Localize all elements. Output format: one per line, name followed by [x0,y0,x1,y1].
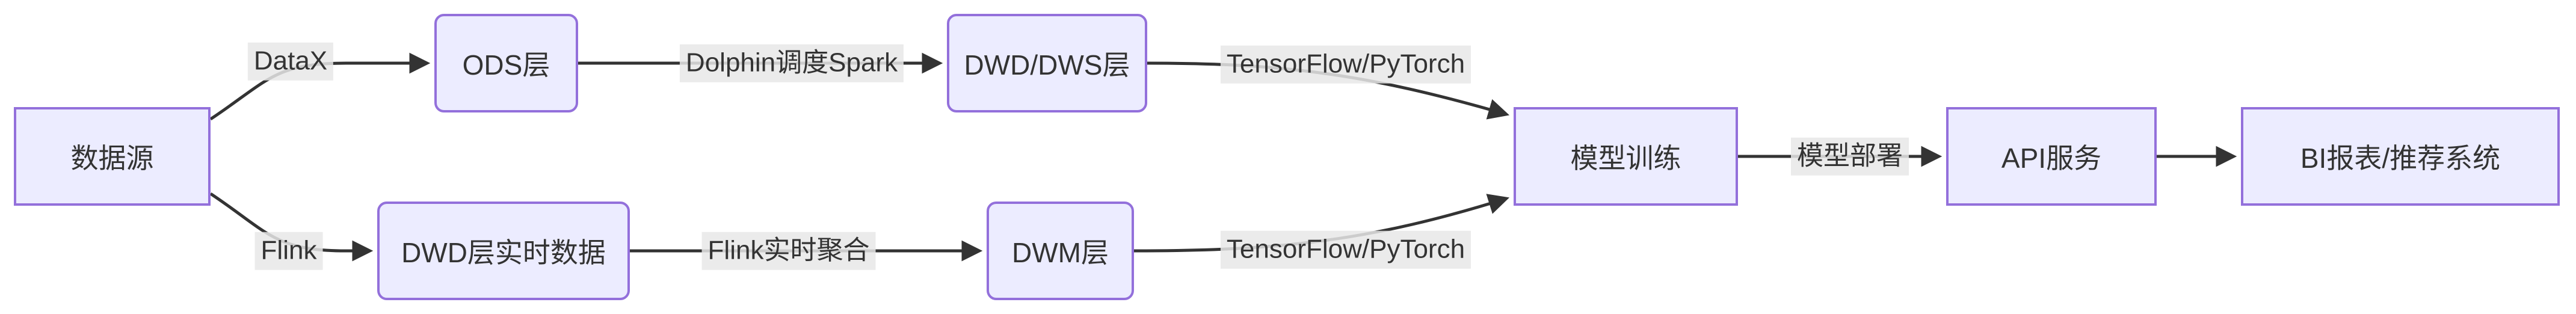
node-dwd-dws-layer-label: DWD/DWS层 [964,49,1130,81]
node-dwm-layer-label: DWM层 [1012,237,1109,268]
node-ods-layer: ODS层 [434,14,578,112]
node-bi-report-recsys-label: BI报表/推荐系统 [2300,143,2501,174]
edge-label-dolphin-spark: Dolphin调度Spark [679,44,904,82]
node-dwm-layer: DWM层 [987,202,1134,300]
edge-label-tensorflow-pytorch-top: TensorFlow/PyTorch [1220,45,1471,84]
node-ods-layer-label: ODS层 [462,49,550,81]
node-dwd-dws-layer: DWD/DWS层 [947,14,1147,112]
edge-label-tensorflow-pytorch-bottom: TensorFlow/PyTorch [1220,230,1471,269]
edge-label-model-deploy: 模型部署 [1791,137,1909,176]
node-data-source: 数据源 [14,107,211,206]
node-data-source-label: 数据源 [70,143,154,174]
node-model-training: 模型训练 [1514,107,1738,206]
node-api-service-label: API服务 [2001,143,2102,174]
edge-label-flink: Flink [254,232,323,270]
node-dwd-realtime-layer: DWD层实时数据 [377,202,630,300]
edge-label-flink-realtime-agg: Flink实时聚合 [701,232,876,270]
node-api-service: API服务 [1946,107,2157,206]
node-dwd-realtime-layer-label: DWD层实时数据 [401,237,606,268]
node-model-training-label: 模型训练 [1570,143,1681,174]
edge-label-datax: DataX [247,42,334,81]
node-bi-report-recsys: BI报表/推荐系统 [2241,107,2560,206]
